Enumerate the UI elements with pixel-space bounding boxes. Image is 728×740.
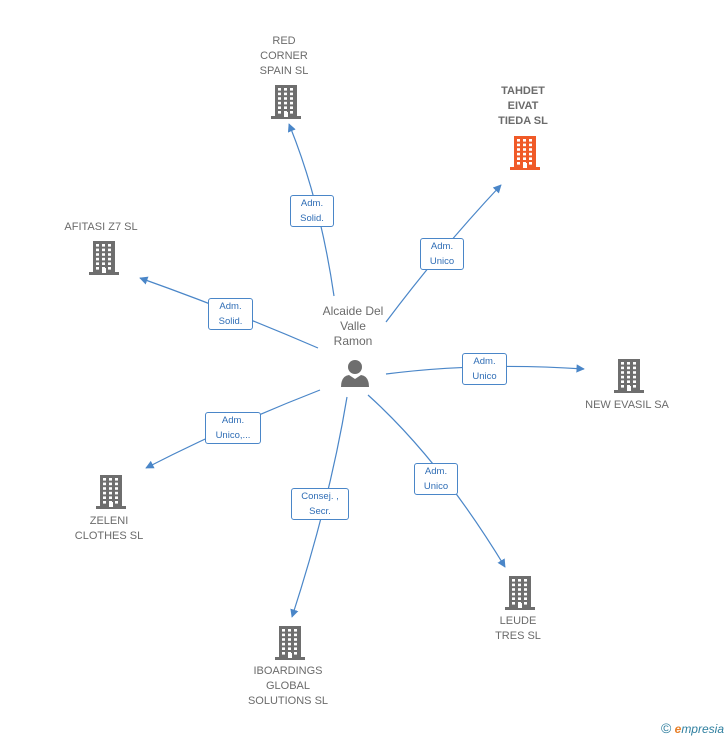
role-label-afitasi[interactable]: Adm. Solid. <box>208 298 253 330</box>
company-name-leude[interactable]: LEUDE TRES SL <box>495 615 541 642</box>
building-icon[interactable] <box>509 135 541 176</box>
building-icon[interactable] <box>274 625 306 666</box>
company-name-tahdet[interactable]: TAHDET EIVAT TIEDA SL <box>498 85 548 127</box>
role-label-tahdet[interactable]: Adm. Unico <box>420 238 464 270</box>
role-label-zeleni[interactable]: Adm. Unico,... <box>205 412 261 444</box>
building-icon[interactable] <box>270 84 302 125</box>
center-person-name[interactable]: Alcaide Del Valle Ramon <box>322 304 384 348</box>
brand-name: mpresia <box>681 722 724 736</box>
role-label-new-evasil[interactable]: Adm. Unico <box>462 353 507 385</box>
copyright-symbol: © <box>660 720 672 736</box>
company-name-new-evasil[interactable]: NEW EVASIL SA <box>585 399 669 411</box>
role-label-iboardings[interactable]: Consej. , Secr. <box>291 488 349 520</box>
company-name-zeleni[interactable]: ZELENI CLOTHES SL <box>74 515 144 542</box>
building-icon[interactable] <box>504 575 536 616</box>
company-name-iboardings[interactable]: IBOARDINGS GLOBAL SOLUTIONS SL <box>247 665 329 707</box>
building-icon[interactable] <box>88 240 120 281</box>
person-icon[interactable] <box>340 358 370 388</box>
role-label-red-corner[interactable]: Adm. Solid. <box>290 195 334 227</box>
company-name-afitasi[interactable]: AFITASI Z7 SL <box>64 221 138 233</box>
building-icon[interactable] <box>95 474 127 515</box>
brand-initial: e <box>674 722 682 736</box>
company-name-red-corner[interactable]: RED CORNER SPAIN SL <box>259 35 309 77</box>
building-icon[interactable] <box>613 358 645 399</box>
role-label-leude[interactable]: Adm. Unico <box>414 463 458 495</box>
empresia-logo: © empresia <box>661 720 724 736</box>
